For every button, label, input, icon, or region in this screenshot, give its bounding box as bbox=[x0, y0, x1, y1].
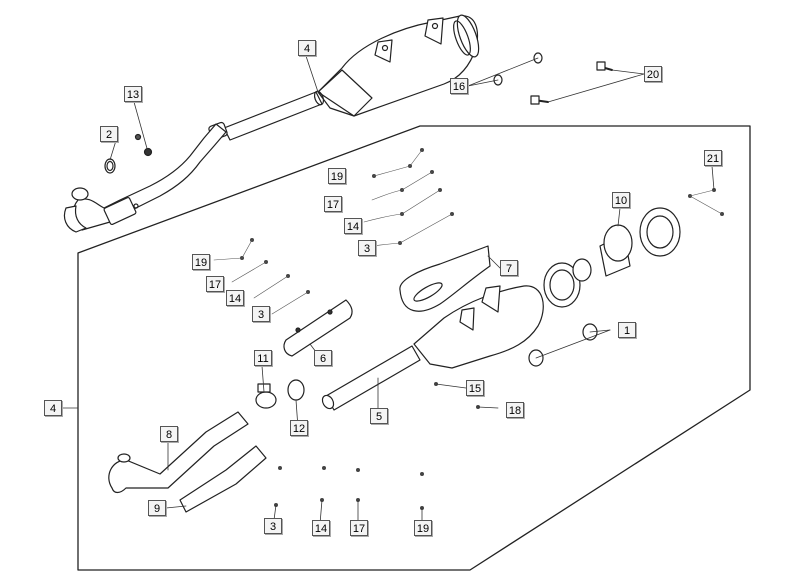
callout-17-c: 17 bbox=[350, 520, 368, 536]
exploded-parts bbox=[108, 207, 681, 513]
callout-14-b: 14 bbox=[226, 290, 244, 306]
callout-3-b: 3 bbox=[252, 306, 270, 322]
callout-14-a: 14 bbox=[344, 218, 362, 234]
fastener-lines bbox=[213, 149, 723, 315]
callout-19-a: 19 bbox=[328, 168, 346, 184]
callout-2: 2 bbox=[100, 126, 118, 142]
callout-19-c: 19 bbox=[414, 520, 432, 536]
callout-18: 18 bbox=[506, 402, 524, 418]
assembly-4-boundary bbox=[77, 125, 751, 571]
callout-5: 5 bbox=[370, 408, 388, 424]
callout-16: 16 bbox=[450, 78, 468, 94]
callout-20: 20 bbox=[644, 66, 662, 82]
callout-7: 7 bbox=[500, 260, 518, 276]
callout-4-top: 4 bbox=[298, 40, 316, 56]
callout-3-c: 3 bbox=[264, 518, 282, 534]
callout-11: 11 bbox=[254, 350, 272, 366]
callout-12: 12 bbox=[290, 420, 308, 436]
assembled-exhaust bbox=[63, 14, 480, 233]
callout-13: 13 bbox=[124, 86, 142, 102]
callout-8: 8 bbox=[160, 426, 178, 442]
callout-3-a: 3 bbox=[358, 240, 376, 256]
callout-17-a: 17 bbox=[324, 196, 342, 212]
callout-21: 21 bbox=[704, 150, 722, 166]
callout-1: 1 bbox=[618, 322, 636, 338]
callout-19-b: 19 bbox=[192, 254, 210, 270]
callout-9: 9 bbox=[148, 500, 166, 516]
callout-14-c: 14 bbox=[312, 520, 330, 536]
fasteners-16-20 bbox=[493, 52, 613, 105]
callout-4-left: 4 bbox=[44, 400, 62, 416]
leader-lines bbox=[61, 55, 715, 527]
callout-10: 10 bbox=[612, 192, 630, 208]
callout-17-b: 17 bbox=[206, 276, 224, 292]
callout-15: 15 bbox=[466, 380, 484, 396]
callout-6: 6 bbox=[314, 350, 332, 366]
